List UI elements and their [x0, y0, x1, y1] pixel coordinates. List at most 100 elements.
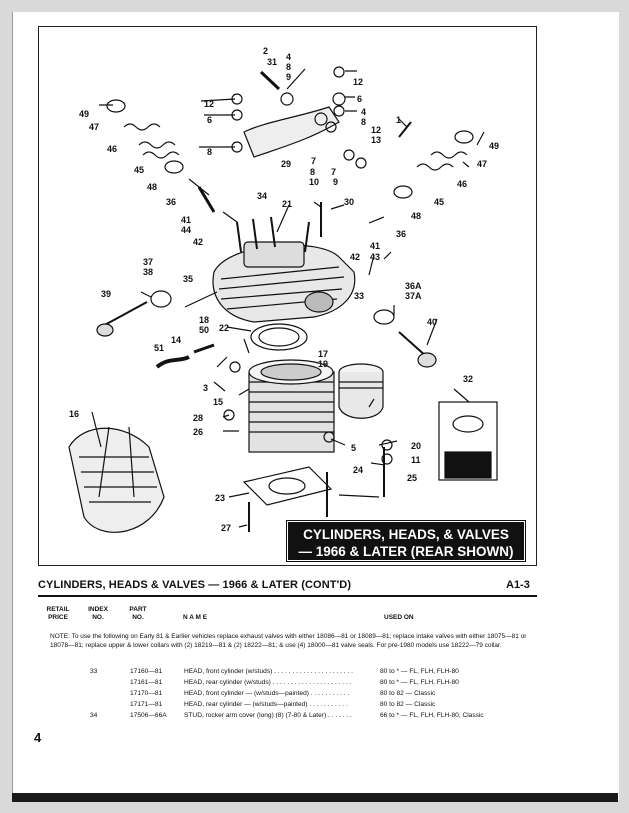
- row-part: 17160—81: [130, 668, 163, 675]
- svg-text:1: 1: [396, 115, 401, 125]
- page-number: 4: [34, 730, 42, 745]
- svg-text:12: 12: [353, 77, 363, 87]
- svg-text:37A: 37A: [405, 291, 422, 301]
- svg-text:22: 22: [219, 323, 229, 333]
- page-bottom-edge: [12, 793, 618, 802]
- svg-text:39: 39: [101, 289, 111, 299]
- svg-text:8: 8: [361, 117, 366, 127]
- svg-text:3: 3: [203, 383, 208, 393]
- svg-text:36A: 36A: [405, 281, 422, 291]
- svg-text:32: 32: [463, 374, 473, 384]
- svg-text:49: 49: [79, 109, 89, 119]
- svg-text:7: 7: [331, 167, 336, 177]
- svg-text:50: 50: [199, 325, 209, 335]
- svg-text:18: 18: [199, 315, 209, 325]
- col-name: N A M E: [183, 614, 208, 621]
- table-row: 17170—81 HEAD, front cylinder — (w/studs…: [38, 689, 538, 698]
- svg-text:13: 13: [371, 135, 381, 145]
- table-row: 34 17506—66A STUD, rocker arm cover (lon…: [38, 711, 538, 720]
- svg-text:46: 46: [107, 144, 117, 154]
- note-text: To use the following on Early 81 & Earli…: [50, 633, 527, 649]
- svg-text:48: 48: [411, 211, 421, 221]
- svg-text:21: 21: [282, 199, 292, 209]
- svg-text:9: 9: [333, 177, 338, 187]
- table-row: 17171—81 HEAD, rear cylinder — (w/studs—…: [38, 700, 538, 709]
- note-label: NOTE:: [50, 633, 70, 640]
- figure-caption: CYLINDERS, HEADS, & VALVES — 1966 & LATE…: [286, 520, 526, 562]
- svg-text:7: 7: [311, 156, 316, 166]
- table-row: 17161—81 HEAD, rear cylinder (w/studs) .…: [38, 678, 538, 687]
- svg-text:20: 20: [411, 441, 421, 451]
- svg-text:14: 14: [171, 335, 181, 345]
- svg-text:6: 6: [357, 94, 362, 104]
- svg-text:6: 6: [207, 115, 212, 125]
- svg-text:9: 9: [286, 72, 291, 82]
- row-name: STUD, rocker arm cover (long) (8) (7-80 …: [184, 712, 352, 719]
- svg-text:8: 8: [286, 62, 291, 72]
- svg-text:34: 34: [257, 191, 267, 201]
- svg-text:31: 31: [267, 57, 277, 67]
- svg-text:42: 42: [193, 237, 203, 247]
- row-part: 17506—66A: [130, 712, 167, 719]
- svg-text:17: 17: [318, 349, 328, 359]
- svg-text:35: 35: [183, 274, 193, 284]
- svg-text:33: 33: [354, 291, 364, 301]
- svg-text:47: 47: [89, 122, 99, 132]
- svg-text:41: 41: [370, 241, 380, 251]
- svg-text:38: 38: [143, 267, 153, 277]
- row-index: 33: [90, 668, 98, 675]
- row-name: HEAD, rear cylinder (w/studs) . . . . . …: [184, 679, 352, 686]
- figure-caption-line-2: — 1966 & LATER (REAR SHOWN): [298, 544, 514, 559]
- section-title: CYLINDERS, HEADS & VALVES — 1966 & LATER…: [38, 579, 352, 591]
- svg-text:2: 2: [263, 46, 268, 56]
- col-retail-price: RETAIL PRICE: [46, 606, 70, 621]
- svg-text:29: 29: [281, 159, 291, 169]
- svg-text:8: 8: [310, 167, 315, 177]
- row-used-on: 66 to * — FL, FLH, FLH-80, Classic: [380, 712, 484, 719]
- svg-text:11: 11: [411, 455, 421, 465]
- svg-text:4: 4: [361, 107, 366, 117]
- svg-text:26: 26: [193, 427, 203, 437]
- svg-text:45: 45: [434, 197, 444, 207]
- figure-caption-line-1: CYLINDERS, HEADS, & VALVES: [303, 527, 509, 542]
- svg-text:40: 40: [427, 317, 437, 327]
- row-name: HEAD, rear cylinder — (w/studs—painted) …: [184, 701, 348, 708]
- svg-text:41: 41: [181, 215, 191, 225]
- svg-text:45: 45: [134, 165, 144, 175]
- row-used-on: 80 to * — FL, FLH, FLH-80: [380, 668, 459, 675]
- svg-text:28: 28: [193, 413, 203, 423]
- row-index: 34: [90, 712, 98, 719]
- svg-text:46: 46: [457, 179, 467, 189]
- svg-text:48: 48: [147, 182, 157, 192]
- svg-text:36: 36: [396, 229, 406, 239]
- col-part-no: PART NO.: [129, 606, 147, 621]
- svg-text:42: 42: [350, 252, 360, 262]
- svg-text:47: 47: [477, 159, 487, 169]
- svg-text:30: 30: [344, 197, 354, 207]
- row-part: 17161—81: [130, 679, 163, 686]
- svg-text:19: 19: [318, 359, 328, 369]
- row-name: HEAD, front cylinder (w/studs) . . . . .…: [184, 668, 353, 675]
- svg-text:8: 8: [207, 147, 212, 157]
- title-rule: [38, 595, 537, 597]
- page-reference: A1-3: [506, 579, 530, 591]
- svg-text:24: 24: [353, 465, 363, 475]
- svg-text:37: 37: [143, 257, 153, 267]
- svg-text:44: 44: [181, 225, 191, 235]
- parts-note: NOTE: To use the following on Early 81 &…: [50, 632, 540, 650]
- svg-text:51: 51: [154, 343, 164, 353]
- svg-text:12: 12: [371, 125, 381, 135]
- col-used-on: USED ON: [384, 614, 414, 621]
- col-index-no: INDEX NO.: [88, 606, 108, 621]
- row-used-on: 80 to 82 — Classic: [380, 701, 436, 708]
- svg-text:36: 36: [166, 197, 176, 207]
- svg-text:4: 4: [286, 52, 291, 62]
- svg-text:5: 5: [351, 443, 356, 453]
- svg-text:16: 16: [69, 409, 79, 419]
- row-part: 17171—81: [130, 701, 163, 708]
- row-part: 17170—81: [130, 690, 163, 697]
- svg-text:43: 43: [370, 252, 380, 262]
- svg-text:27: 27: [221, 523, 231, 533]
